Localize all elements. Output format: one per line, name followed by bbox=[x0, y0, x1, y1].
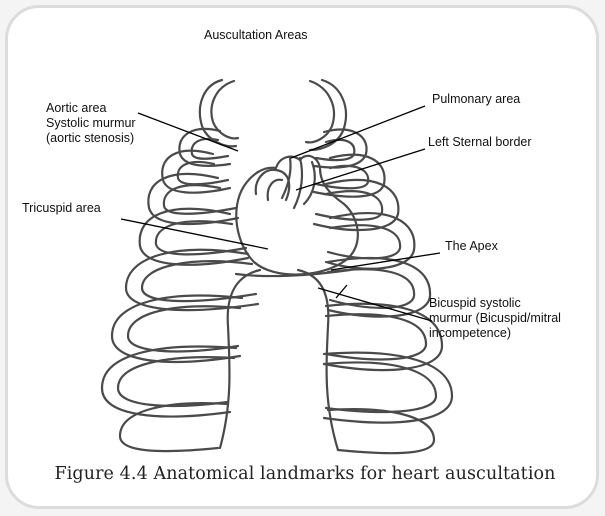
label-left-sternal-border: Left Sternal border bbox=[428, 135, 532, 150]
right-rib-6 bbox=[324, 304, 442, 370]
label-pulmonary-area: Pulmonary area bbox=[432, 92, 520, 107]
left-clavicle-outline bbox=[200, 80, 238, 146]
right-rib-8 bbox=[328, 409, 434, 453]
label-tricuspid-area: Tricuspid area bbox=[22, 201, 101, 216]
right-costal-margin bbox=[298, 270, 338, 450]
pulmonary-leader bbox=[291, 106, 425, 158]
chest-diagram bbox=[8, 8, 599, 509]
left-rib-8 bbox=[120, 403, 228, 451]
label-aortic-area: Aortic area Systolic murmur (aortic sten… bbox=[46, 101, 136, 146]
figure-card: Auscultation Areas Aortic area Systolic … bbox=[5, 5, 599, 509]
label-the-apex: The Apex bbox=[445, 239, 498, 254]
aortic-leader bbox=[138, 113, 238, 151]
diagram-title: Auscultation Areas bbox=[204, 28, 308, 43]
leader-lines bbox=[121, 106, 440, 321]
figure-caption: Figure 4.4 Anatomical landmarks for hear… bbox=[8, 464, 599, 484]
rib-cage-outline bbox=[102, 80, 452, 453]
label-bicuspid-murmur: Bicuspid systolic murmur (Bicuspid/mitra… bbox=[429, 296, 561, 341]
left-rib-6 bbox=[112, 296, 242, 362]
